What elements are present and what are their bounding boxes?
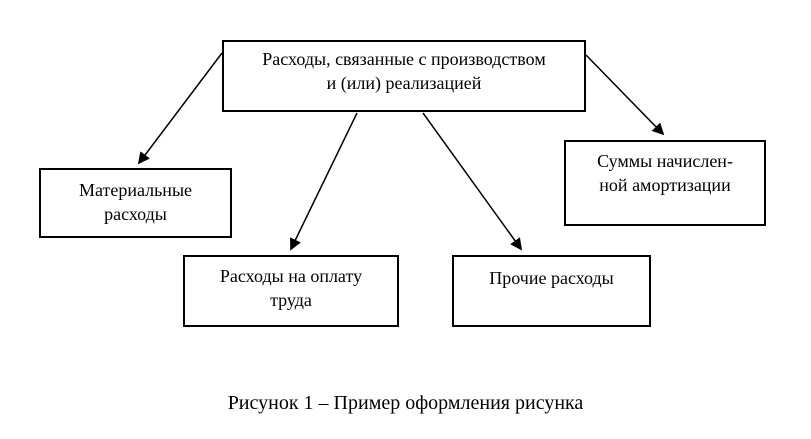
node-amortization-sums-line1: Суммы начислен-: [597, 151, 733, 171]
node-production-expenses: Расходы, связанные с производством и (ил…: [222, 40, 586, 112]
figure-caption: Рисунок 1 – Пример оформления рисунка: [227, 392, 584, 414]
node-other-expenses: Прочие расходы: [452, 255, 651, 327]
arrow-root-to-other: [422, 112, 523, 251]
node-amortization-sums-line2: ной амортизации: [599, 175, 731, 195]
node-labor-expenses-line1: Расходы на оплату: [219, 266, 363, 286]
node-production-expenses-line2: и (или) реализацией: [326, 73, 482, 93]
node-other-expenses-line1: Прочие расходы: [489, 268, 614, 288]
arrow-root-to-labor: [290, 112, 358, 251]
node-material-expenses-line1: Материальные: [78, 180, 193, 200]
node-labor-expenses: Расходы на оплату труда: [183, 255, 399, 327]
node-amortization-sums: Суммы начислен- ной амортизации: [564, 140, 766, 226]
node-material-expenses-line2: расходы: [104, 204, 167, 224]
node-production-expenses-line1: Расходы, связанные с производством: [262, 49, 546, 69]
arrow-root-to-material: [137, 52, 223, 165]
arrow-root-to-amortization: [585, 54, 665, 136]
node-material-expenses: Материальные расходы: [39, 168, 232, 238]
node-labor-expenses-line2: труда: [270, 290, 312, 310]
